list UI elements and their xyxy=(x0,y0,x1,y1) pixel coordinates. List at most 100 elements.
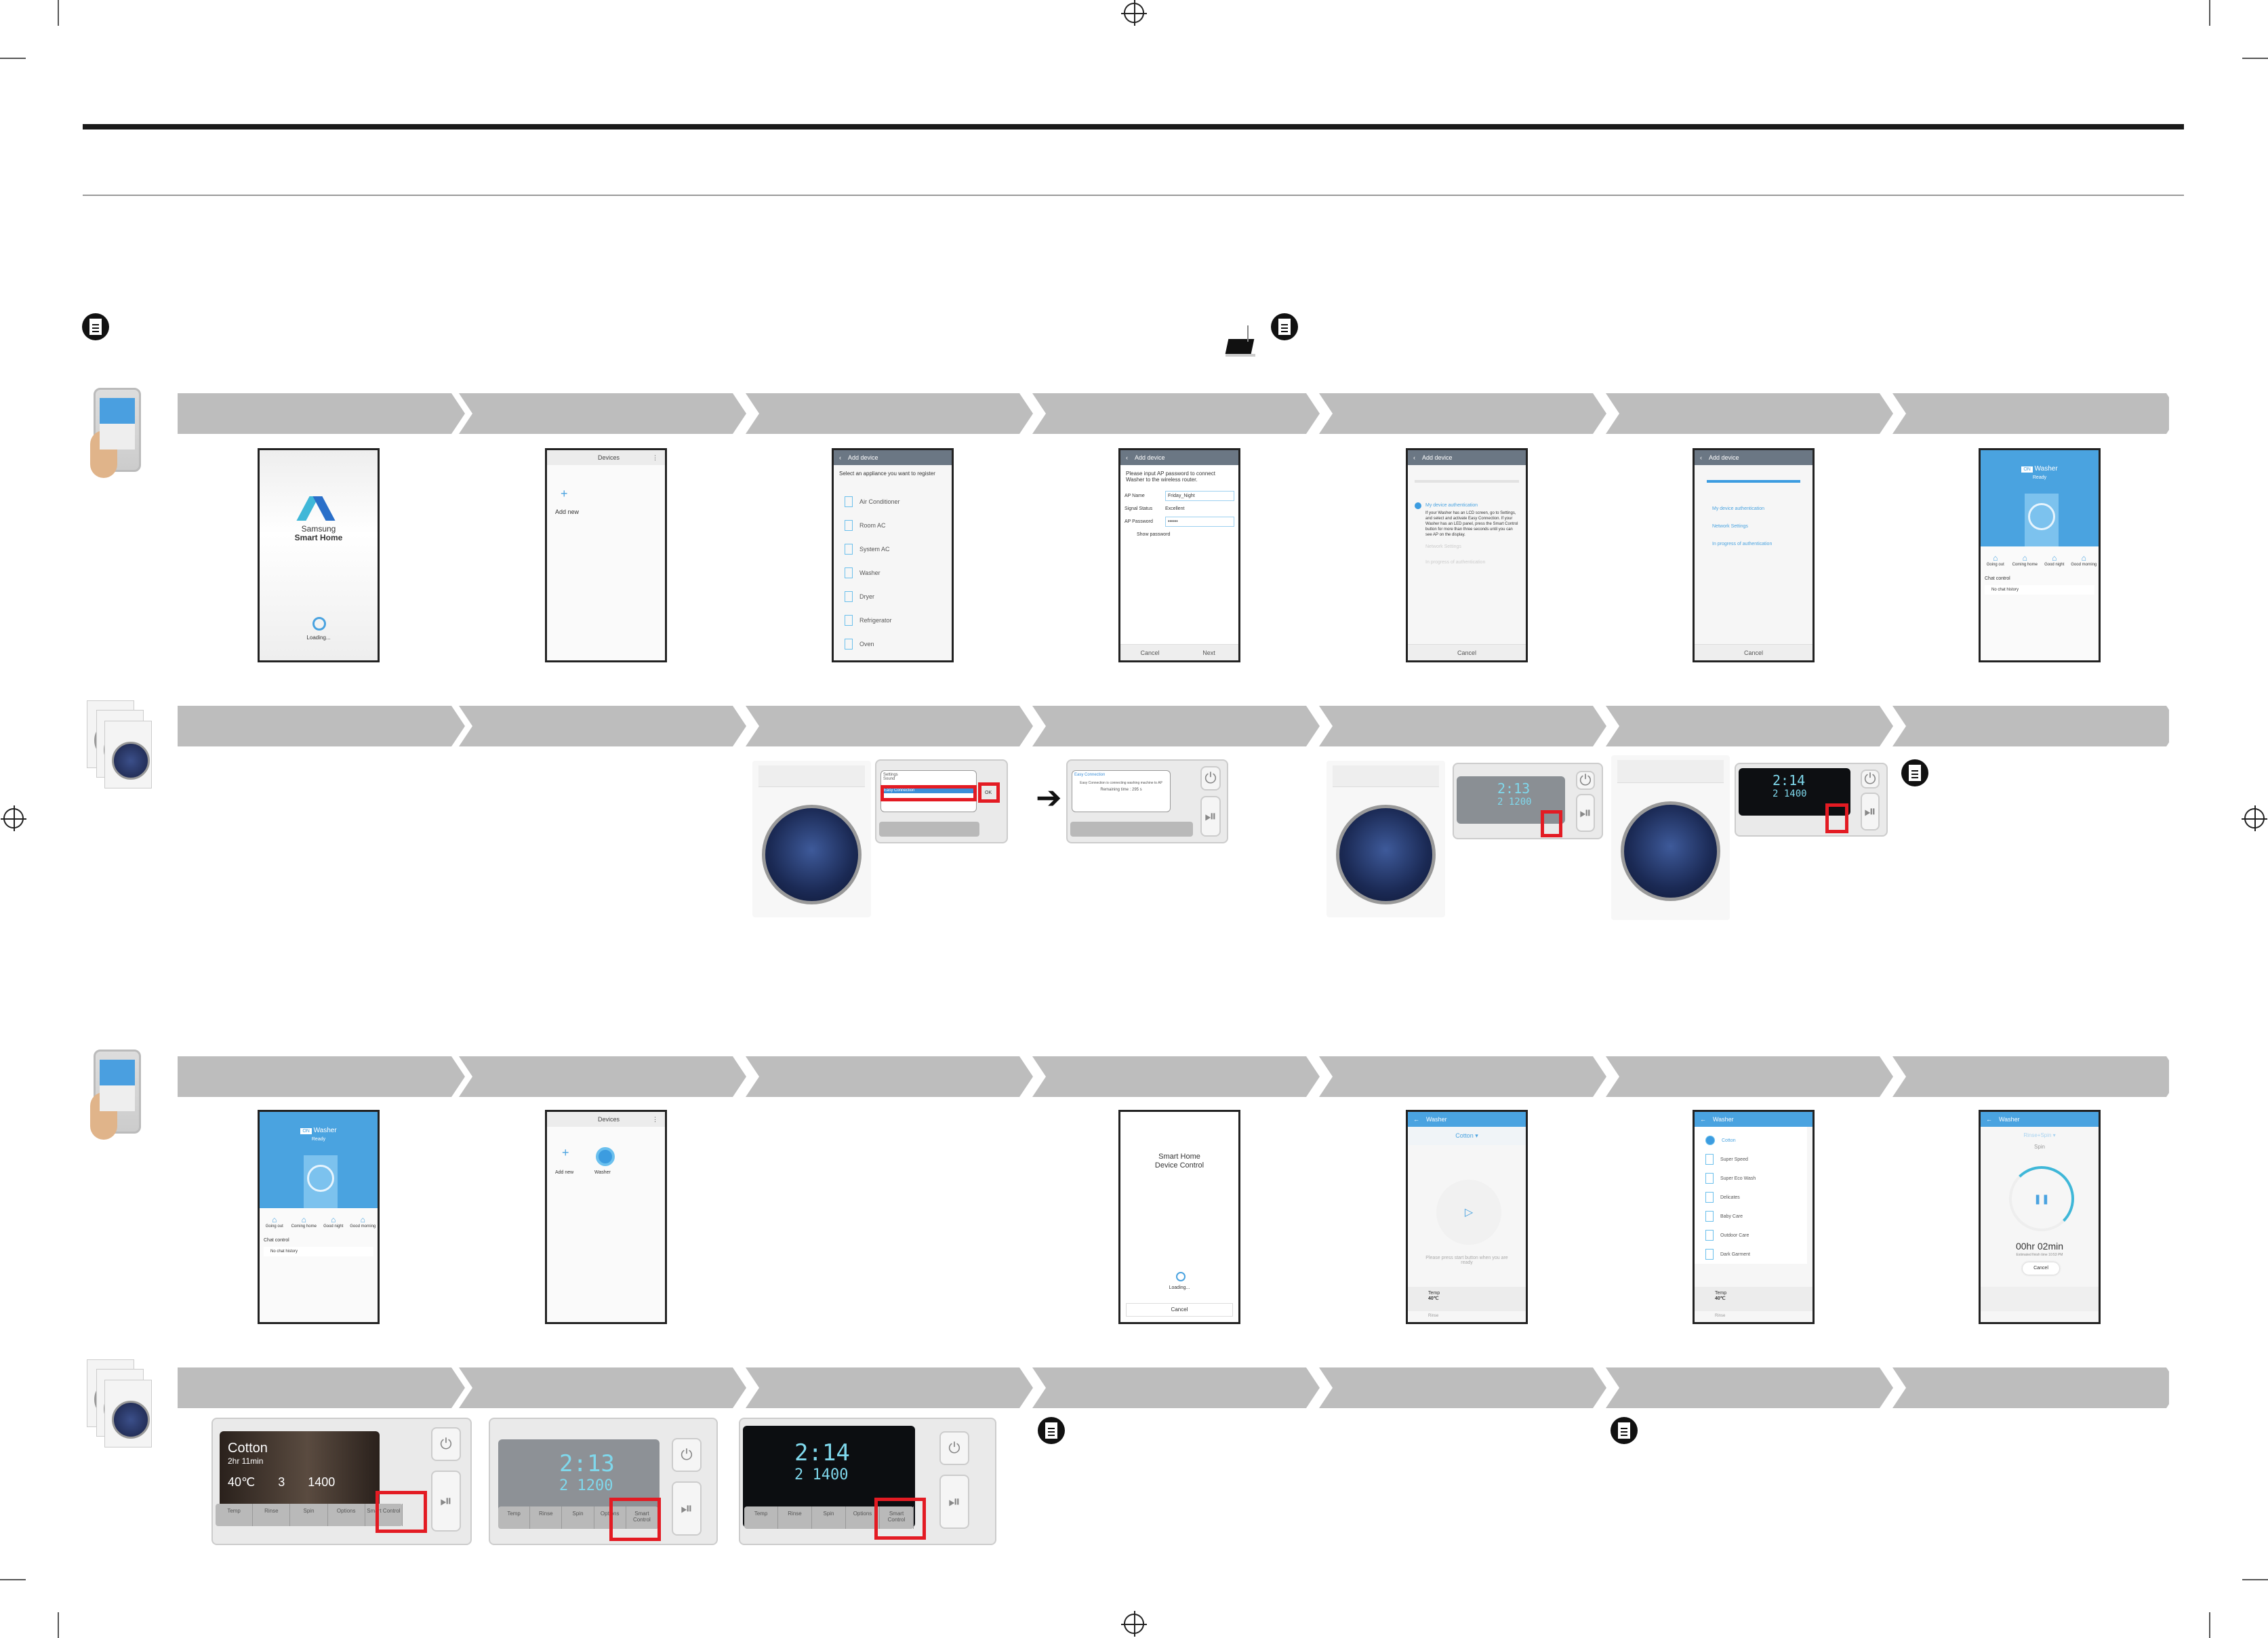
panel-key[interactable]: Smart Control xyxy=(365,1503,403,1526)
panel-key[interactable]: Options xyxy=(328,1503,365,1526)
power-on-badge[interactable]: ON xyxy=(300,1128,312,1134)
rinse-setting[interactable]: Rinse xyxy=(1715,1314,1726,1318)
start-pause-button[interactable]: ⏯ xyxy=(1576,794,1595,832)
step-chevron xyxy=(1032,1056,1320,1097)
step-chevron xyxy=(459,1367,746,1408)
course-list-item[interactable]: Baby Care xyxy=(1695,1207,1807,1226)
start-pause-button[interactable]: ⏯ xyxy=(1200,796,1221,837)
power-button[interactable]: ⏻ xyxy=(672,1438,702,1472)
back-arrow-icon[interactable]: ← xyxy=(1700,1116,1706,1123)
power-button[interactable]: ⏻ xyxy=(431,1427,461,1461)
cancel-button[interactable]: Cancel xyxy=(1126,1303,1233,1317)
temp-value: 40℃ xyxy=(1428,1296,1439,1301)
course-icon xyxy=(1705,1230,1714,1241)
ok-button[interactable]: OK xyxy=(985,791,992,795)
course-selector[interactable]: Cotton ▾ xyxy=(1408,1127,1526,1145)
note-icon xyxy=(1038,1417,1065,1444)
add-new-plus-icon[interactable]: + xyxy=(562,1146,569,1159)
samsung-smart-home-logo-icon xyxy=(296,496,340,521)
add-new-plus-icon[interactable]: + xyxy=(561,487,568,500)
course-list-item[interactable]: Cotton xyxy=(1695,1131,1807,1150)
more-menu-icon[interactable]: ⋮ xyxy=(652,454,658,461)
course-list-item[interactable]: Delicates xyxy=(1695,1188,1807,1207)
panel-key[interactable]: Spin xyxy=(290,1503,328,1526)
progress-bar xyxy=(1707,480,1800,483)
add-new-label[interactable]: Add new xyxy=(555,508,580,515)
mode-button[interactable]: ⌂Coming home xyxy=(289,1215,319,1228)
start-pause-button[interactable]: ⏯ xyxy=(1861,793,1880,831)
course-icon xyxy=(1705,1136,1715,1145)
mode-button[interactable]: ⌂Good morning xyxy=(2069,553,2099,567)
mode-button[interactable]: ⌂Good morning xyxy=(348,1215,378,1228)
course-selector[interactable]: Rinse+Spin ▾ xyxy=(2023,1132,2056,1138)
back-icon[interactable]: ‹ xyxy=(839,454,841,461)
power-button[interactable]: ⏻ xyxy=(1200,766,1221,791)
appliance-list-item[interactable]: Oven xyxy=(834,632,952,656)
course-list-item[interactable]: Super Eco Wash xyxy=(1695,1169,1807,1188)
step-chevron xyxy=(459,393,746,434)
mode-button[interactable]: ⌂Going out xyxy=(260,1215,289,1228)
appliance-list-item[interactable]: Dryer xyxy=(834,584,952,608)
pause-button[interactable]: ❚❚ xyxy=(2009,1166,2074,1231)
ap-name-input[interactable]: Friday_Night xyxy=(1165,491,1234,501)
power-button[interactable]: ⏻ xyxy=(939,1431,969,1465)
mode-button[interactable]: ⌂Going out xyxy=(1981,553,2010,567)
mode-button[interactable]: ⌂Good night xyxy=(319,1215,348,1228)
cancel-button[interactable]: Cancel xyxy=(2023,1262,2059,1275)
panel-key[interactable]: Rinse xyxy=(778,1506,812,1529)
appliance-label: System AC xyxy=(859,545,890,553)
mode-button[interactable]: ⌂Good night xyxy=(2040,553,2069,567)
panel-key[interactable]: Spin xyxy=(562,1506,594,1529)
ap-password-input[interactable]: •••••• xyxy=(1165,517,1234,527)
cancel-button[interactable]: Cancel xyxy=(1457,650,1476,656)
cancel-button[interactable]: Cancel xyxy=(1743,650,1763,656)
appliance-list-item[interactable]: System AC xyxy=(834,537,952,561)
start-pause-button[interactable]: ⏯ xyxy=(939,1475,969,1529)
mode-icon: ⌂ xyxy=(331,1215,336,1224)
start-pause-button[interactable]: ⏯ xyxy=(431,1471,461,1532)
show-password-checkbox[interactable]: Show password xyxy=(1137,532,1171,537)
mode-button[interactable]: ⌂Coming home xyxy=(2010,553,2040,567)
panel-key[interactable]: Rinse xyxy=(253,1503,291,1526)
back-icon[interactable]: ‹ xyxy=(1700,454,1702,461)
panel-key[interactable]: Rinse xyxy=(530,1506,563,1529)
progress-bar xyxy=(1415,480,1519,483)
washer-device-icon[interactable] xyxy=(596,1147,615,1166)
appliance-list-item[interactable]: Refrigerator xyxy=(834,608,952,632)
power-button[interactable]: ⏻ xyxy=(1861,770,1880,788)
back-icon[interactable]: ‹ xyxy=(1413,454,1415,461)
authentication-progress-screen: ‹Add device My device authentication Net… xyxy=(1693,448,1815,662)
step-chevron xyxy=(746,1367,1033,1408)
start-play-button[interactable]: ▷ xyxy=(1436,1180,1501,1245)
next-button[interactable]: Next xyxy=(1202,650,1215,656)
rinse-setting[interactable]: Rinse xyxy=(1428,1314,1439,1318)
remaining-time: 00hr 02min xyxy=(2015,1241,2064,1252)
power-on-badge[interactable]: ON xyxy=(2021,466,2033,473)
panel-key[interactable]: Temp xyxy=(498,1506,531,1529)
back-icon[interactable]: ‹ xyxy=(1126,454,1128,461)
washer-device-label[interactable]: Washer xyxy=(594,1170,611,1175)
course-list-item[interactable]: Dark Garment xyxy=(1695,1245,1807,1264)
back-arrow-icon[interactable]: ← xyxy=(1986,1116,1992,1123)
cancel-button[interactable]: Cancel xyxy=(1140,650,1160,656)
more-menu-icon[interactable]: ⋮ xyxy=(652,1115,658,1123)
appliance-list-item[interactable]: Washer xyxy=(834,561,952,584)
appliance-list-item[interactable]: Air Conditioner xyxy=(834,490,952,513)
start-pause-button[interactable]: ⏯ xyxy=(672,1481,702,1536)
panel-key[interactable]: Spin xyxy=(812,1506,846,1529)
panel-key[interactable]: Temp xyxy=(744,1506,778,1529)
add-new-label[interactable]: Add new xyxy=(555,1170,574,1175)
panel-key[interactable]: Temp xyxy=(216,1503,254,1526)
course-list-item[interactable]: Super Speed xyxy=(1695,1150,1807,1169)
power-button[interactable]: ⏻ xyxy=(1576,771,1595,790)
appliance-list-item[interactable]: Room AC xyxy=(834,513,952,537)
screen-title: Add device xyxy=(848,454,878,461)
course-list-item[interactable]: Outdoor Care xyxy=(1695,1226,1807,1245)
ap-prompt: Please input AP password to connect Wash… xyxy=(1126,471,1215,483)
panel-key[interactable]: Smart Control xyxy=(880,1506,914,1529)
panel-key[interactable]: Options xyxy=(846,1506,880,1529)
menu-item-easy-connection[interactable]: Easy Connection xyxy=(883,788,974,793)
back-arrow-icon[interactable]: ← xyxy=(1413,1116,1419,1123)
